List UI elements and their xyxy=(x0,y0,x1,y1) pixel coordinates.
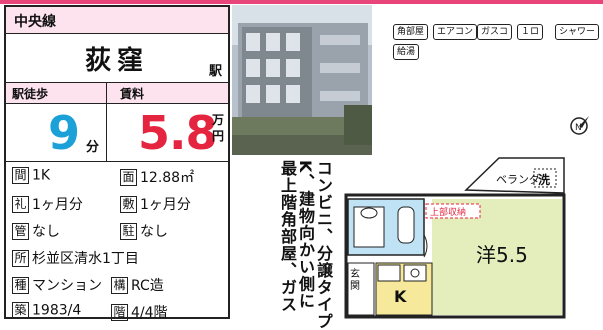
svg-text:N: N xyxy=(575,123,582,133)
management-icon: 管 xyxy=(12,222,29,240)
address-icon: 所 xyxy=(12,249,29,267)
entrance-label: 玄関 xyxy=(350,269,360,292)
line-name: 中央線 xyxy=(14,14,56,30)
tag-hot-water: 給湯 xyxy=(393,44,420,60)
rent-unit-yen: 円 xyxy=(212,129,225,143)
detail-value: マンション xyxy=(32,278,102,294)
price-header-row: 駅徒歩 賃料 xyxy=(6,83,228,104)
top-accent-bar xyxy=(0,0,603,4)
type-icon: 種 xyxy=(12,276,29,294)
description-line-3: コンビニ、分譲タイプ xyxy=(314,160,333,330)
detail-value: 1ヶ月分 xyxy=(140,197,191,213)
rent-label: 賃料 xyxy=(120,87,145,101)
structure-icon: 構 xyxy=(111,276,128,294)
walk-label: 駅徒歩 xyxy=(12,87,49,101)
walk-minutes: 9 xyxy=(48,106,81,160)
tag-aircon: エアコン xyxy=(433,24,478,40)
area-icon: 面 xyxy=(120,168,137,186)
station-name: 荻窪 xyxy=(84,46,149,76)
built-icon: 築 xyxy=(12,302,29,319)
column-divider xyxy=(106,83,107,161)
detail-value: なし xyxy=(32,224,60,240)
floor-icon: 階 xyxy=(111,303,128,321)
key-money-icon: 礼 xyxy=(12,195,29,213)
layout-icon: 間 xyxy=(12,167,29,184)
description-line-1: 最上階角部屋、ガス xyxy=(278,160,297,313)
price-value-row: 9 分 5.8 万円 xyxy=(6,104,228,162)
storage-label: 上部収納 xyxy=(430,208,467,218)
kitchen-label: K xyxy=(394,287,407,306)
tag-shower: シャワー xyxy=(555,24,600,40)
detail-value: 杉並区清水1丁目 xyxy=(32,251,139,267)
line-row: 中央線 xyxy=(6,7,228,34)
tag-corner-room: 角部屋 xyxy=(393,24,429,40)
rent-unit: 万円 xyxy=(212,112,226,144)
walk-unit: 分 xyxy=(86,140,100,155)
detail-value: RC造 xyxy=(131,278,164,294)
description: 最上階角部屋、ガス K、建物向かい側に コンビニ、分譲タイプ xyxy=(232,158,334,330)
detail-value: 4/4階 xyxy=(131,305,168,321)
rent-value: 5.8 xyxy=(138,106,217,160)
detail-value: 12.88㎡ xyxy=(140,170,195,186)
detail-type: 種マンション xyxy=(12,275,102,297)
detail-parking: 駐なし xyxy=(120,221,168,243)
room-label: 洋5.5 xyxy=(476,243,528,267)
tag-gas-stove: ガスコ xyxy=(477,24,513,40)
description-line-2: K、建物向かい側に xyxy=(296,160,315,310)
washer-label: 洗 xyxy=(538,173,551,187)
detail-value: 1983/4 xyxy=(32,302,82,319)
building-photo xyxy=(232,5,372,155)
compass-icon: N xyxy=(570,116,589,135)
floor-plan: ベランダ 洗 上部収納 洋5.5 玄関 K xyxy=(336,155,602,320)
station-suffix: 駅 xyxy=(208,64,222,79)
balcony-label: ベランダ xyxy=(496,173,540,186)
parking-icon: 駐 xyxy=(120,222,137,240)
deposit-icon: 敷 xyxy=(120,195,137,213)
detail-value: なし xyxy=(140,224,168,240)
rent-unit-man: 万 xyxy=(212,113,225,127)
detail-value: 1K xyxy=(32,167,51,184)
detail-address: 所杉並区清水1丁目 xyxy=(12,248,139,270)
tag-burner: １ロ xyxy=(517,24,544,40)
station-row: 荻窪 駅 xyxy=(6,34,228,83)
detail-management: 管なし xyxy=(12,221,60,243)
detail-value: 1ヶ月分 xyxy=(32,197,83,213)
